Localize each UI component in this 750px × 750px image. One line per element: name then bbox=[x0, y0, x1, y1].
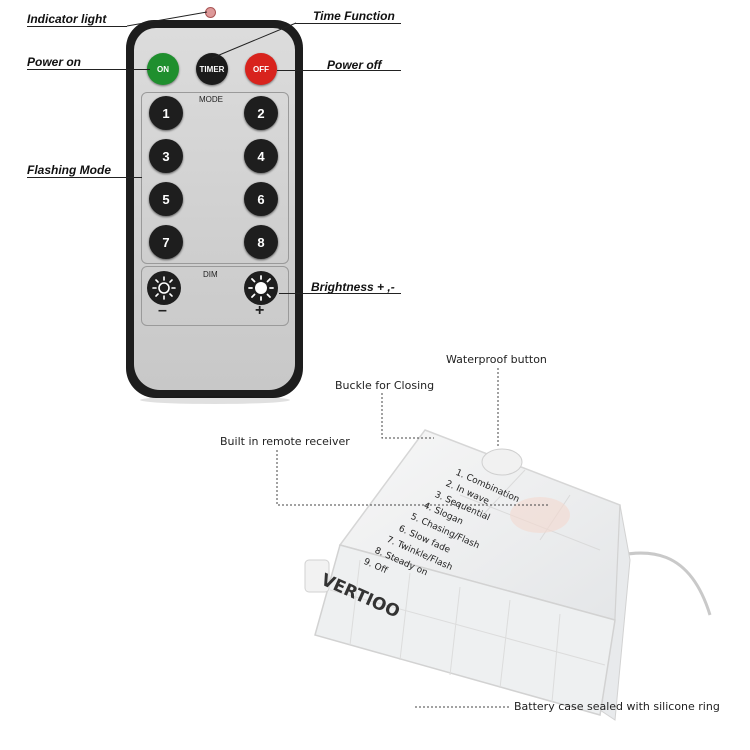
power-on-label: Power on bbox=[27, 55, 82, 69]
buckle-leader bbox=[381, 393, 434, 439]
power-off-button[interactable]: OFF bbox=[245, 53, 277, 85]
minus-sign: – bbox=[158, 302, 167, 319]
mode-button-3[interactable]: 3 bbox=[149, 139, 183, 173]
mode-button-8[interactable]: 8 bbox=[244, 225, 278, 259]
mode-button-2[interactable]: 2 bbox=[244, 96, 278, 130]
dim-up-button[interactable] bbox=[244, 271, 278, 305]
plus-sign: + bbox=[255, 302, 265, 319]
mode-button-4[interactable]: 4 bbox=[244, 139, 278, 173]
brightness-label: Brightness + ,- bbox=[311, 280, 395, 294]
flashing-mode-label: Flashing Mode bbox=[27, 163, 111, 177]
time-function-leader bbox=[211, 22, 297, 59]
waterproof-button-leader bbox=[497, 368, 499, 446]
mode-label: MODE bbox=[199, 95, 223, 104]
sun-outline-icon bbox=[152, 276, 176, 300]
timer-button[interactable]: TIMER bbox=[196, 53, 228, 85]
brightness-line bbox=[279, 293, 401, 294]
sealed-leader bbox=[415, 706, 511, 708]
indicator-light-label: Indicator light bbox=[27, 12, 107, 26]
dim-down-button[interactable] bbox=[147, 271, 181, 305]
indicator-light-line bbox=[27, 26, 127, 27]
mode-button-7[interactable]: 7 bbox=[149, 225, 183, 259]
dim-panel bbox=[141, 266, 289, 326]
mode-button-5[interactable]: 5 bbox=[149, 182, 183, 216]
power-off-line bbox=[277, 70, 401, 71]
mode-button-6[interactable]: 6 bbox=[244, 182, 278, 216]
power-off-label: Power off bbox=[327, 58, 382, 72]
sun-filled-icon bbox=[248, 275, 274, 301]
time-function-line bbox=[295, 23, 401, 24]
time-function-label: Time Function bbox=[313, 9, 395, 23]
receiver-leader bbox=[276, 450, 549, 506]
power-on-button[interactable]: ON bbox=[147, 53, 179, 85]
buckle-label: Buckle for Closing bbox=[335, 379, 435, 392]
indicator-light-leader bbox=[126, 11, 208, 27]
power-on-line bbox=[27, 69, 150, 70]
mode-button-1[interactable]: 1 bbox=[149, 96, 183, 130]
receiver-label: Built in remote receiver bbox=[220, 435, 350, 448]
flashing-mode-line bbox=[27, 177, 142, 178]
remote-shadow bbox=[140, 396, 290, 404]
dim-label: DIM bbox=[203, 270, 218, 279]
waterproof-button-label: Waterproof button bbox=[446, 353, 547, 366]
battery-case-illustration bbox=[304, 429, 712, 721]
number-panel bbox=[141, 92, 289, 264]
sealed-label: Battery case sealed with silicone ring bbox=[514, 700, 720, 713]
